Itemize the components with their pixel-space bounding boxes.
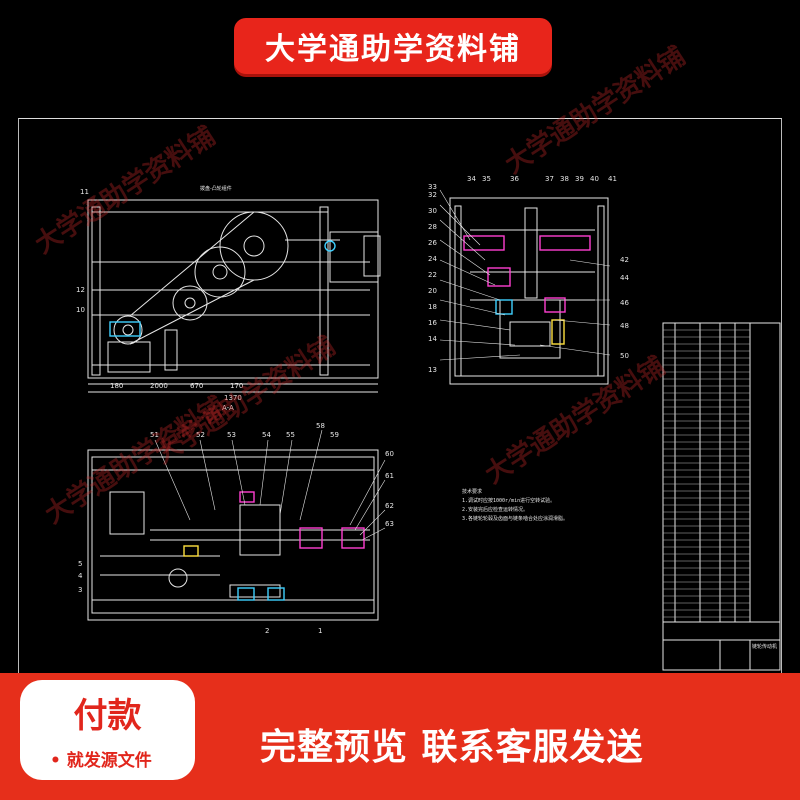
parts-list-rows xyxy=(663,329,750,618)
top-bar: 大学通助学资料铺 xyxy=(0,0,800,88)
balloon-number: 1 xyxy=(318,627,322,635)
parts-list-table xyxy=(662,322,781,671)
balloon-number: 37 xyxy=(545,175,554,183)
elevation-view xyxy=(87,199,381,393)
balloon-number: 20 xyxy=(428,287,437,295)
colored-components xyxy=(109,235,591,601)
balloon-number: 50 xyxy=(620,352,629,360)
dimension-label: 170 xyxy=(230,382,243,390)
balloon-number: 30 xyxy=(428,207,437,215)
balloon-number: 54 xyxy=(262,431,271,439)
contact-cta: 完整预览 联系客服发送 xyxy=(260,727,644,768)
balloon-number: 44 xyxy=(620,274,629,282)
balloon-number: 46 xyxy=(620,299,629,307)
balloon-number: 52 xyxy=(196,431,205,439)
balloon-number: 18 xyxy=(428,303,437,311)
balloon-number: 32 xyxy=(428,191,437,199)
balloon-number: 51 xyxy=(150,431,159,439)
balloon-number: 41 xyxy=(608,175,617,183)
technical-notes: 技术要求 1.调试时应按1000r/min进行空转试验。 2.安装完后应检查运转… xyxy=(462,488,568,524)
balloon-number: 38 xyxy=(560,175,569,183)
balloon-numbers: 33 34 35 36 37 38 39 40 41 32 30 28 26 2… xyxy=(76,175,777,650)
title-block-name: 链轮传动机 xyxy=(752,643,777,650)
balloon-number: 3 xyxy=(78,586,82,594)
shop-banner: 大学通助学资料铺 xyxy=(234,18,552,74)
dimension-label: 670 xyxy=(190,382,203,390)
dimension-label: 180 xyxy=(110,382,123,390)
balloon-number: 48 xyxy=(620,322,629,330)
balloon-number: 60 xyxy=(385,450,394,458)
section-label: A-A xyxy=(222,404,234,412)
balloon-number: 16 xyxy=(428,319,437,327)
note-line: 2.安装完后应检查运转情况。 xyxy=(462,507,529,513)
balloon-number: 34 xyxy=(467,175,476,183)
notes-title: 技术要求 xyxy=(462,489,483,495)
balloon-number: 28 xyxy=(428,223,437,231)
payment-title: 付款 xyxy=(73,696,142,736)
balloon-number: 42 xyxy=(620,256,629,264)
payment-subtitle: 就发源文件 xyxy=(50,746,152,771)
balloon-number: 26 xyxy=(428,239,437,247)
balloon-number: 35 xyxy=(482,175,491,183)
balloon-number: 36 xyxy=(510,175,519,183)
balloon-number: 4 xyxy=(78,572,83,580)
balloon-number: 39 xyxy=(575,175,584,183)
leader-lines xyxy=(154,189,611,541)
balloon-number: 61 xyxy=(385,472,394,480)
payment-card[interactable]: 付款 就发源文件 xyxy=(20,680,195,780)
balloon-number: 58 xyxy=(316,422,325,430)
balloon-number: 33 xyxy=(428,183,437,191)
balloon-number: 5 xyxy=(78,560,82,568)
dimension-label: 1370 xyxy=(224,394,242,402)
balloon-number: 63 xyxy=(385,520,394,528)
view-title: 拨盘-凸轮组件 xyxy=(200,185,232,192)
balloon-number: 11 xyxy=(80,188,89,196)
balloon-number: 40 xyxy=(590,175,599,183)
balloon-number: 22 xyxy=(428,271,437,279)
balloon-number: 62 xyxy=(385,502,394,510)
balloon-number: 24 xyxy=(428,255,437,263)
balloon-number: 13 xyxy=(428,366,437,374)
balloon-number: 53 xyxy=(227,431,236,439)
note-line: 1.调试时应按1000r/min进行空转试验。 xyxy=(462,498,556,504)
balloon-number: 14 xyxy=(428,335,437,343)
balloon-number: 10 xyxy=(76,306,85,314)
balloon-number: 12 xyxy=(76,286,85,294)
dimension-label: 2000 xyxy=(150,382,168,390)
balloon-number: 59 xyxy=(330,431,339,439)
plan-view xyxy=(87,449,379,621)
balloon-number: 55 xyxy=(286,431,295,439)
note-line: 3.各链轮轮毂及齿面与链条啮合处应涂润滑脂。 xyxy=(462,516,569,522)
side-section-view xyxy=(449,197,609,385)
balloon-number: 2 xyxy=(265,627,269,635)
